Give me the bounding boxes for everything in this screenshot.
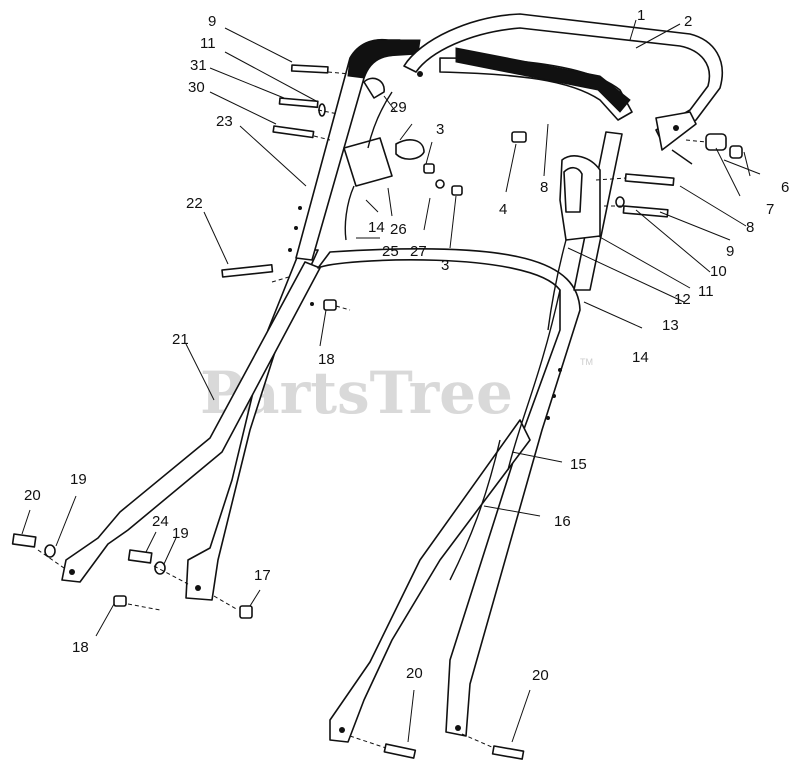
- callout-1: 1: [637, 7, 645, 24]
- callout-18-middle: 18: [318, 351, 335, 368]
- callout-30: 30: [188, 79, 205, 96]
- callout-23: 23: [216, 113, 233, 130]
- callout-9-right: 9: [726, 243, 734, 260]
- upper-handle-left: [295, 38, 421, 261]
- callout-8-right: 8: [746, 219, 754, 236]
- bail-bar: [403, 13, 724, 165]
- callout-20-bottom-right: 20: [532, 667, 549, 684]
- callout-10: 10: [710, 263, 727, 280]
- callout-4: 4: [499, 201, 507, 218]
- callout-9-top: 9: [208, 13, 216, 30]
- callout-labels: 1 2 3 3 4 6 7 8 8 9 9 10 11 11 12 13 14 …: [24, 7, 789, 684]
- watermark-tm: TM: [580, 357, 593, 367]
- callout-18-bottom: 18: [72, 639, 89, 656]
- control-parts: [343, 77, 601, 581]
- callout-31: 31: [190, 57, 207, 74]
- callout-11-right: 11: [698, 283, 714, 300]
- callout-2: 2: [684, 13, 692, 30]
- callout-7: 7: [766, 201, 774, 218]
- mounting-holes: [69, 71, 679, 733]
- callout-29: 29: [390, 99, 407, 116]
- callout-15: 15: [570, 456, 587, 473]
- callout-19-left: 19: [70, 471, 87, 488]
- callout-14-right: 14: [632, 349, 649, 366]
- callout-21: 21: [172, 331, 189, 348]
- callout-25: 25: [382, 243, 399, 260]
- callout-24: 24: [152, 513, 169, 530]
- callout-22: 22: [186, 195, 203, 212]
- callout-11-top: 11: [200, 35, 216, 52]
- callout-19-middle: 19: [172, 525, 189, 542]
- callout-17: 17: [254, 567, 271, 584]
- hardware: [11, 64, 743, 760]
- assembly-lines: [37, 71, 707, 749]
- callout-14-upper: 14: [368, 219, 385, 236]
- callout-12: 12: [674, 291, 691, 308]
- callout-20-left: 20: [24, 487, 41, 504]
- callout-26: 26: [390, 221, 407, 238]
- callout-20-bottom-left: 20: [406, 665, 423, 682]
- callout-6: 6: [781, 179, 789, 196]
- callout-3-lower: 3: [441, 257, 449, 274]
- callout-16: 16: [554, 513, 571, 530]
- callout-13: 13: [662, 317, 679, 334]
- lower-handle-right: [317, 247, 581, 743]
- lower-handle-left: [61, 249, 321, 601]
- callout-8-left: 8: [540, 179, 548, 196]
- callout-3-upper: 3: [436, 121, 444, 138]
- leader-lines: [21, 19, 761, 743]
- callout-27: 27: [410, 243, 427, 260]
